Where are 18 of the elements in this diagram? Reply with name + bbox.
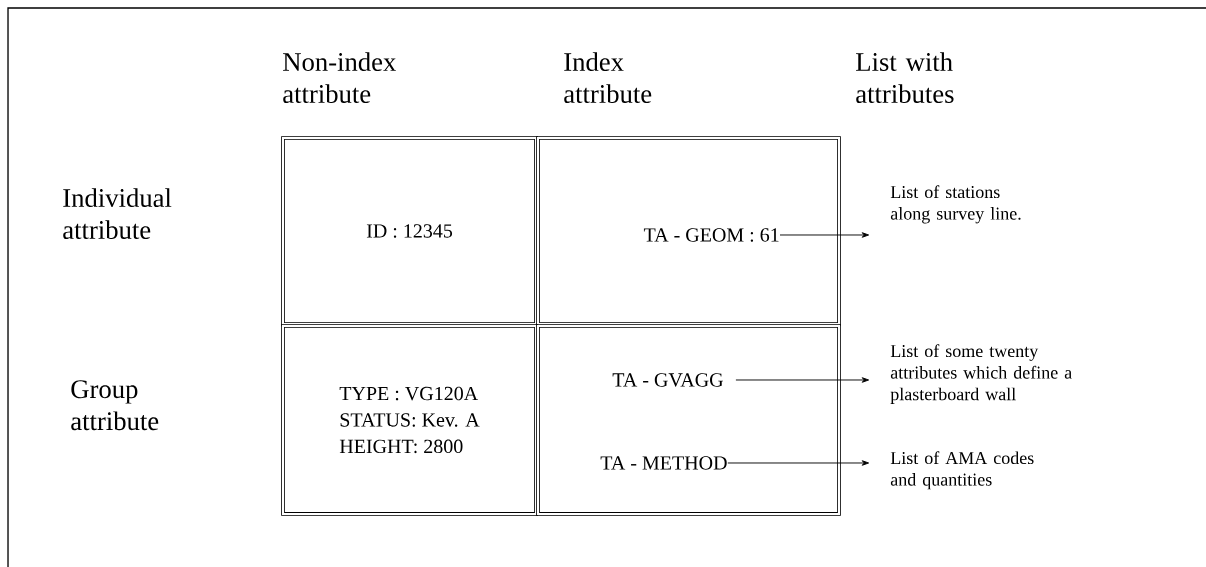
note-text: List of some twenty attributes which define a plasterboard wall [890, 344, 1072, 404]
table-cell: ID : 12345 [281, 136, 538, 326]
note-text: List of AMA codes and quantities [890, 451, 1034, 490]
table-cell: TYPE : VG120A STATUS: Kev. A HEIGHT: 2800 [281, 324, 538, 516]
table-cell [536, 324, 841, 516]
column-header: Non-index attribute [283, 52, 396, 103]
cell-text: TA - GEOM : 61 [643, 228, 779, 242]
column-header: Index attribute [564, 52, 652, 103]
arrow [735, 377, 870, 383]
column-header: List with attributes [856, 52, 954, 103]
row-header: Group attribute [71, 380, 159, 431]
cell-text: TA - METHOD [600, 456, 727, 470]
note-text: List of stations along survey line. [890, 185, 1021, 224]
table-cell [536, 136, 841, 326]
row-header: Individual attribute [63, 188, 172, 239]
arrow [727, 460, 870, 466]
arrow [779, 232, 870, 238]
cell-text: TA - GVAGG [612, 373, 723, 387]
